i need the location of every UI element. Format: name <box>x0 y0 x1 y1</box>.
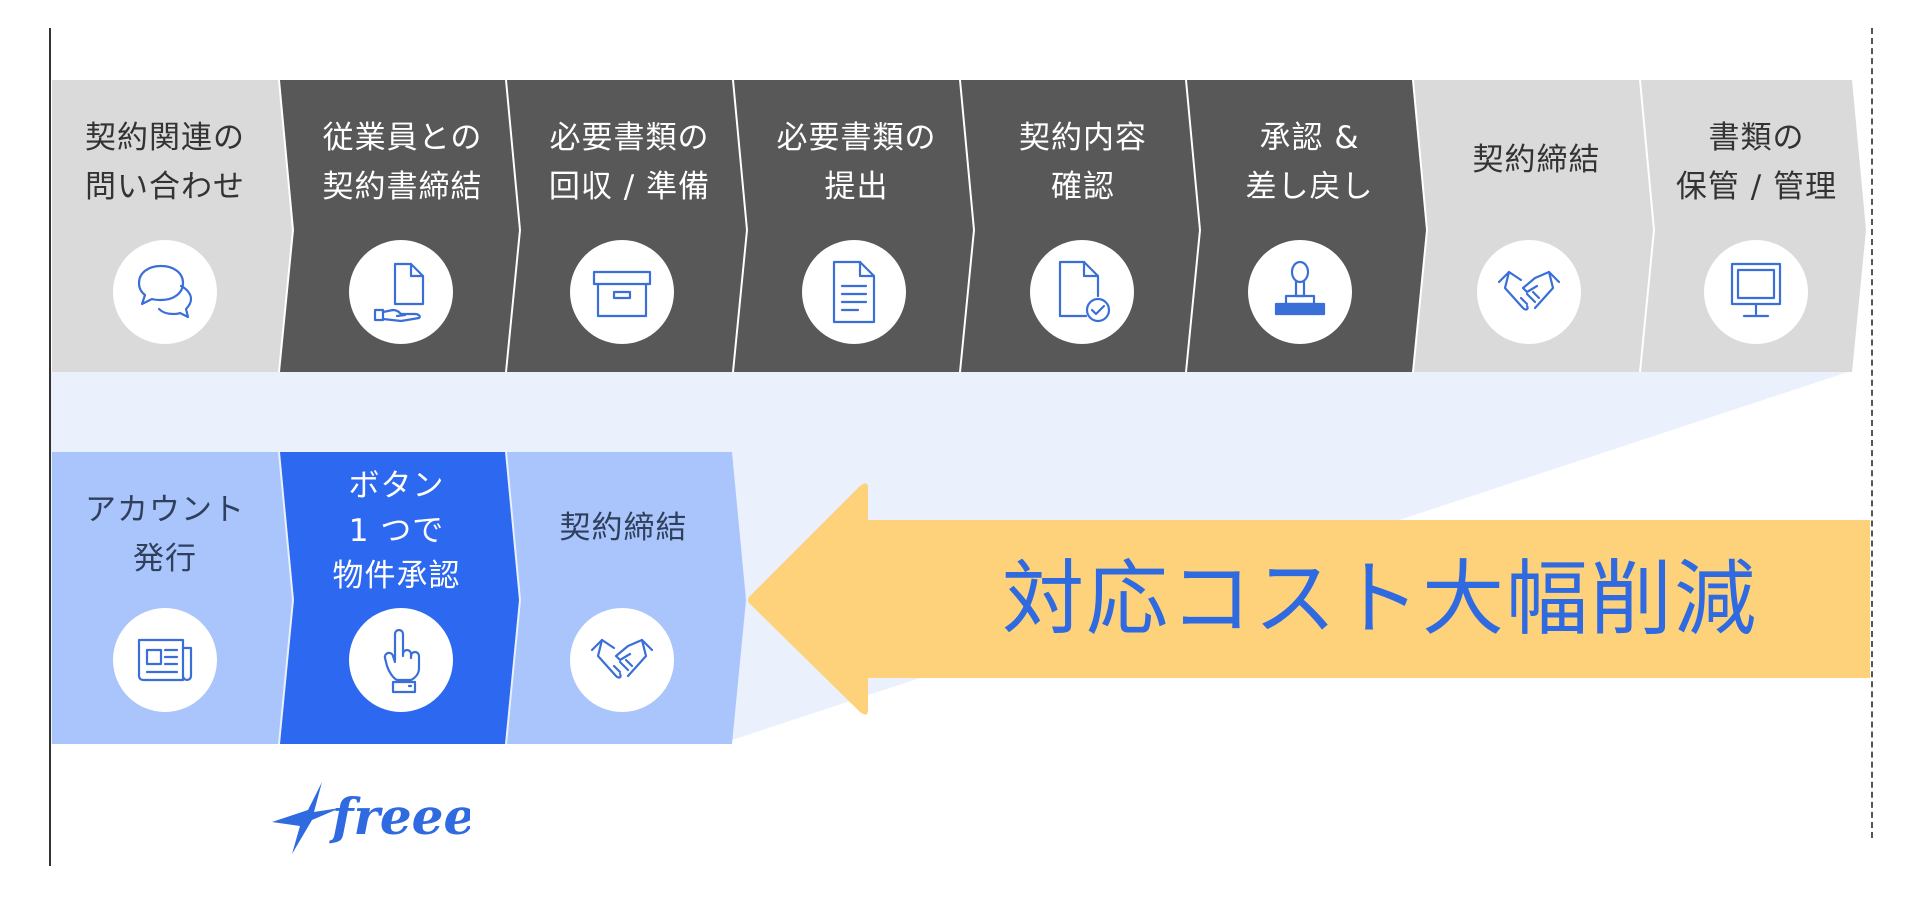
before-step-1-shape <box>52 80 292 372</box>
frame-right-rule <box>1871 28 1873 838</box>
before-step-8-icon-circle <box>1704 240 1808 344</box>
reduction-arrow <box>748 483 1870 715</box>
newspaper-icon <box>137 638 193 682</box>
handshake-icon <box>590 638 654 679</box>
frame-left-rule <box>49 28 51 866</box>
freee-wordmark: freee <box>329 787 470 846</box>
before-step-7-label: 契約締結 <box>1472 142 1601 178</box>
after-step-3-label: 契約締結 <box>559 510 688 546</box>
document-icon <box>832 260 876 324</box>
before-step-5-label: 契約内容確認 <box>1019 120 1147 205</box>
before-step-3-icon-circle <box>570 240 674 344</box>
after-step-1-label: アカウント発行 <box>85 492 245 577</box>
before-step-7-shape <box>1414 80 1653 372</box>
before-step-5-shape <box>961 80 1199 372</box>
document-handover-icon <box>373 262 425 323</box>
speech-bubbles-icon <box>137 264 193 319</box>
before-step-4-shape <box>734 80 973 372</box>
after-step-3-icon-circle <box>570 608 674 712</box>
before-step-6-label: 承認 &差し戻し <box>1245 120 1374 205</box>
freee-logo: freee <box>272 782 470 854</box>
monitor-icon <box>1730 262 1782 318</box>
after-step-1-shape <box>52 452 292 744</box>
before-step-1-icon-circle <box>113 240 217 344</box>
before-step-3-label: 必要書類の回収 / 準備 <box>548 120 711 205</box>
before-step-4-label: 必要書類の提出 <box>776 120 937 205</box>
before-step-2-icon-circle <box>349 240 453 344</box>
storage-box-icon <box>592 270 652 318</box>
before-step-7-icon-circle <box>1477 240 1581 344</box>
before-step-3-shape <box>507 80 746 372</box>
pointing-hand-icon <box>383 628 421 694</box>
before-step-6-shape <box>1187 80 1426 372</box>
after-step-2-icon-circle <box>349 608 453 712</box>
before-step-1-label: 契約関連の問い合わせ <box>85 120 245 205</box>
before-step-4-icon-circle <box>802 240 906 344</box>
before-step-8-shape <box>1641 80 1866 372</box>
before-step-8-label: 書類の保管 / 管理 <box>1675 120 1838 205</box>
cost-reduction-tagline: 対応コスト大幅削減 <box>1001 552 1758 647</box>
before-step-6-icon-circle <box>1248 240 1352 344</box>
after-step-1-icon-circle <box>113 608 217 712</box>
before-step-5-icon-circle <box>1030 240 1134 344</box>
before-step-2-label: 従業員との契約書締結 <box>322 120 483 205</box>
after-step-2-shape <box>280 452 519 744</box>
document-check-icon <box>1058 260 1111 323</box>
stamp-icon <box>1274 260 1326 316</box>
after-step-3-shape <box>507 452 746 744</box>
freee-bird-mark <box>272 782 340 854</box>
handshake-icon <box>1497 270 1561 311</box>
before-step-2-shape <box>280 80 519 372</box>
